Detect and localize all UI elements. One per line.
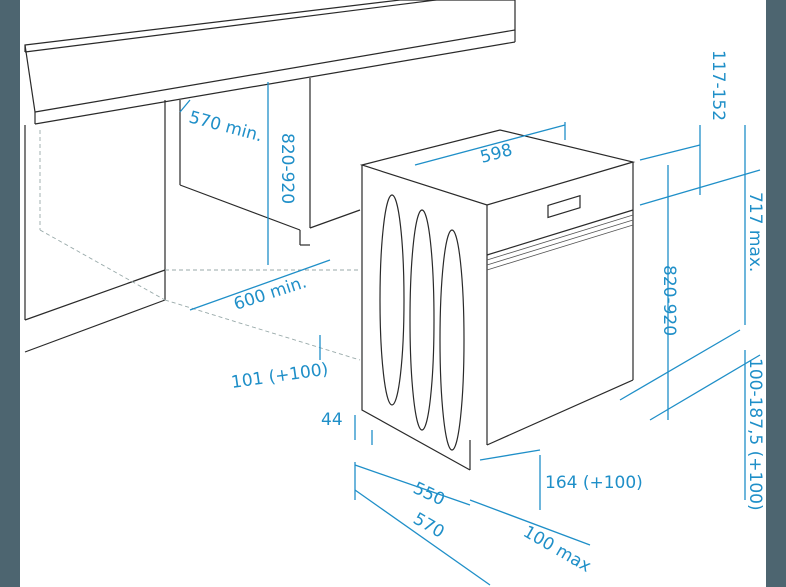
label-height-range: 820-920 bbox=[659, 265, 679, 336]
dishwasher bbox=[359, 129, 636, 471]
left-cabinet bbox=[24, 100, 166, 353]
right-cabinet bbox=[164, 78, 361, 361]
paper-background bbox=[20, 0, 766, 587]
countertop bbox=[24, 0, 516, 125]
side-embossing-2 bbox=[409, 209, 435, 431]
side-embossing-1 bbox=[379, 194, 405, 406]
side-embossing-3 bbox=[439, 229, 465, 451]
label-max-height: 717 max. bbox=[745, 192, 765, 272]
label-foot-offset: 44 bbox=[321, 410, 343, 430]
label-niche-height: 820-920 bbox=[277, 133, 297, 204]
label-door-range: 100-187,5 (+100) bbox=[745, 358, 765, 511]
label-top-range: 117-152 bbox=[708, 50, 728, 121]
label-plinth-height: 164 (+100) bbox=[545, 473, 643, 493]
dimension-lines bbox=[179, 82, 761, 586]
